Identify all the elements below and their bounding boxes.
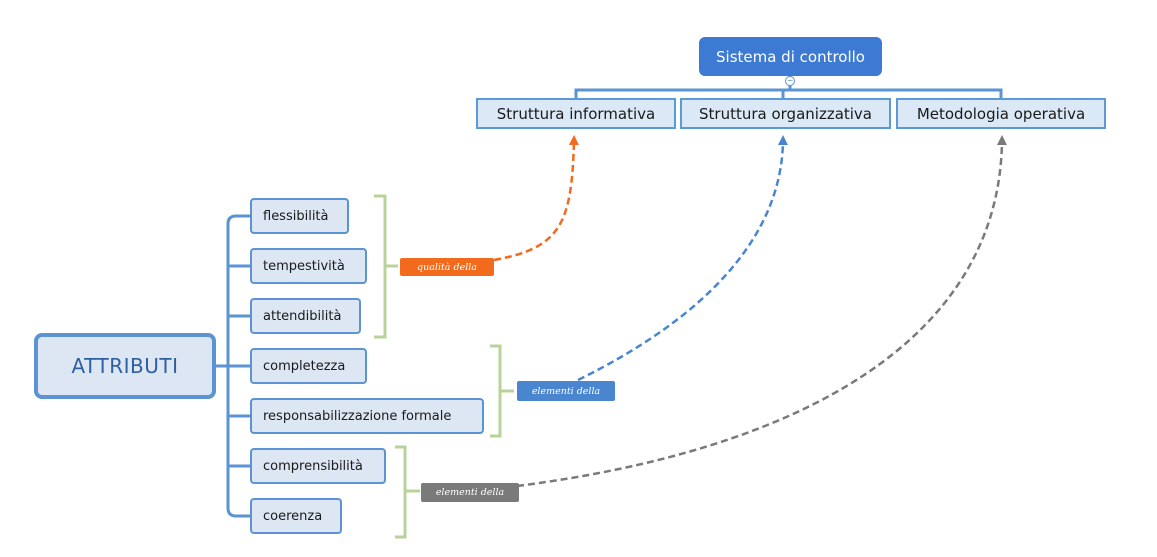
attribute-label: completezza: [263, 358, 346, 374]
root-node[interactable]: Sistema di controllo: [699, 37, 882, 76]
attribute-node-attendibilita[interactable]: attendibilità: [250, 298, 361, 334]
structure-label: Metodologia operativa: [916, 104, 1086, 123]
attribute-label: comprensibilità: [263, 458, 363, 474]
attributes-main-label: ATTRIBUTI: [71, 354, 179, 378]
attributes-main-node[interactable]: ATTRIBUTI: [34, 333, 216, 399]
attribute-label: responsabilizzazione formale: [263, 408, 452, 424]
structure-label: Struttura informativa: [496, 104, 656, 123]
structure-label: Struttura organizzativa: [699, 104, 872, 123]
relation-label-quality[interactable]: qualità della: [400, 258, 494, 276]
attribute-label: coerenza: [263, 508, 323, 524]
structure-node-organizzativa[interactable]: Struttura organizzativa: [680, 98, 891, 129]
attribute-node-responsabilizzazione[interactable]: responsabilizzazione formale: [250, 398, 484, 434]
attribute-node-comprensibilita[interactable]: comprensibilità: [250, 448, 386, 484]
bracket-methodology: [395, 445, 420, 539]
bracket-organization: [490, 344, 514, 438]
attributes-tree-connector: [215, 214, 250, 518]
attribute-label: attendibilità: [263, 308, 342, 324]
attribute-node-coerenza[interactable]: coerenza: [250, 498, 342, 534]
collapse-toggle-icon[interactable]: −: [785, 76, 795, 86]
bracket-quality: [374, 194, 398, 339]
attribute-label: tempestività: [263, 258, 345, 274]
relation-label-text: qualità della: [417, 261, 477, 273]
attribute-node-tempestivita[interactable]: tempestività: [250, 248, 367, 284]
relation-label-organization[interactable]: elementi della: [517, 381, 615, 401]
relation-label-text: elementi della: [531, 385, 601, 397]
attribute-node-completezza[interactable]: completezza: [250, 348, 367, 384]
relation-arrow-informativa: [493, 135, 579, 262]
root-node-label: Sistema di controllo: [716, 47, 865, 66]
relation-arrow-organizzativa: [577, 135, 788, 382]
structure-node-informativa[interactable]: Struttura informativa: [476, 98, 676, 129]
relation-label-text: elementi della: [435, 487, 505, 498]
relation-arrow-metodologia: [516, 135, 1007, 488]
group-brackets: [374, 194, 514, 539]
attribute-label: flessibilità: [263, 208, 329, 224]
attribute-node-flessibilita[interactable]: flessibilità: [250, 198, 349, 234]
relation-label-methodology[interactable]: elementi della: [421, 483, 519, 502]
structure-node-metodologia[interactable]: Metodologia operativa: [896, 98, 1106, 129]
